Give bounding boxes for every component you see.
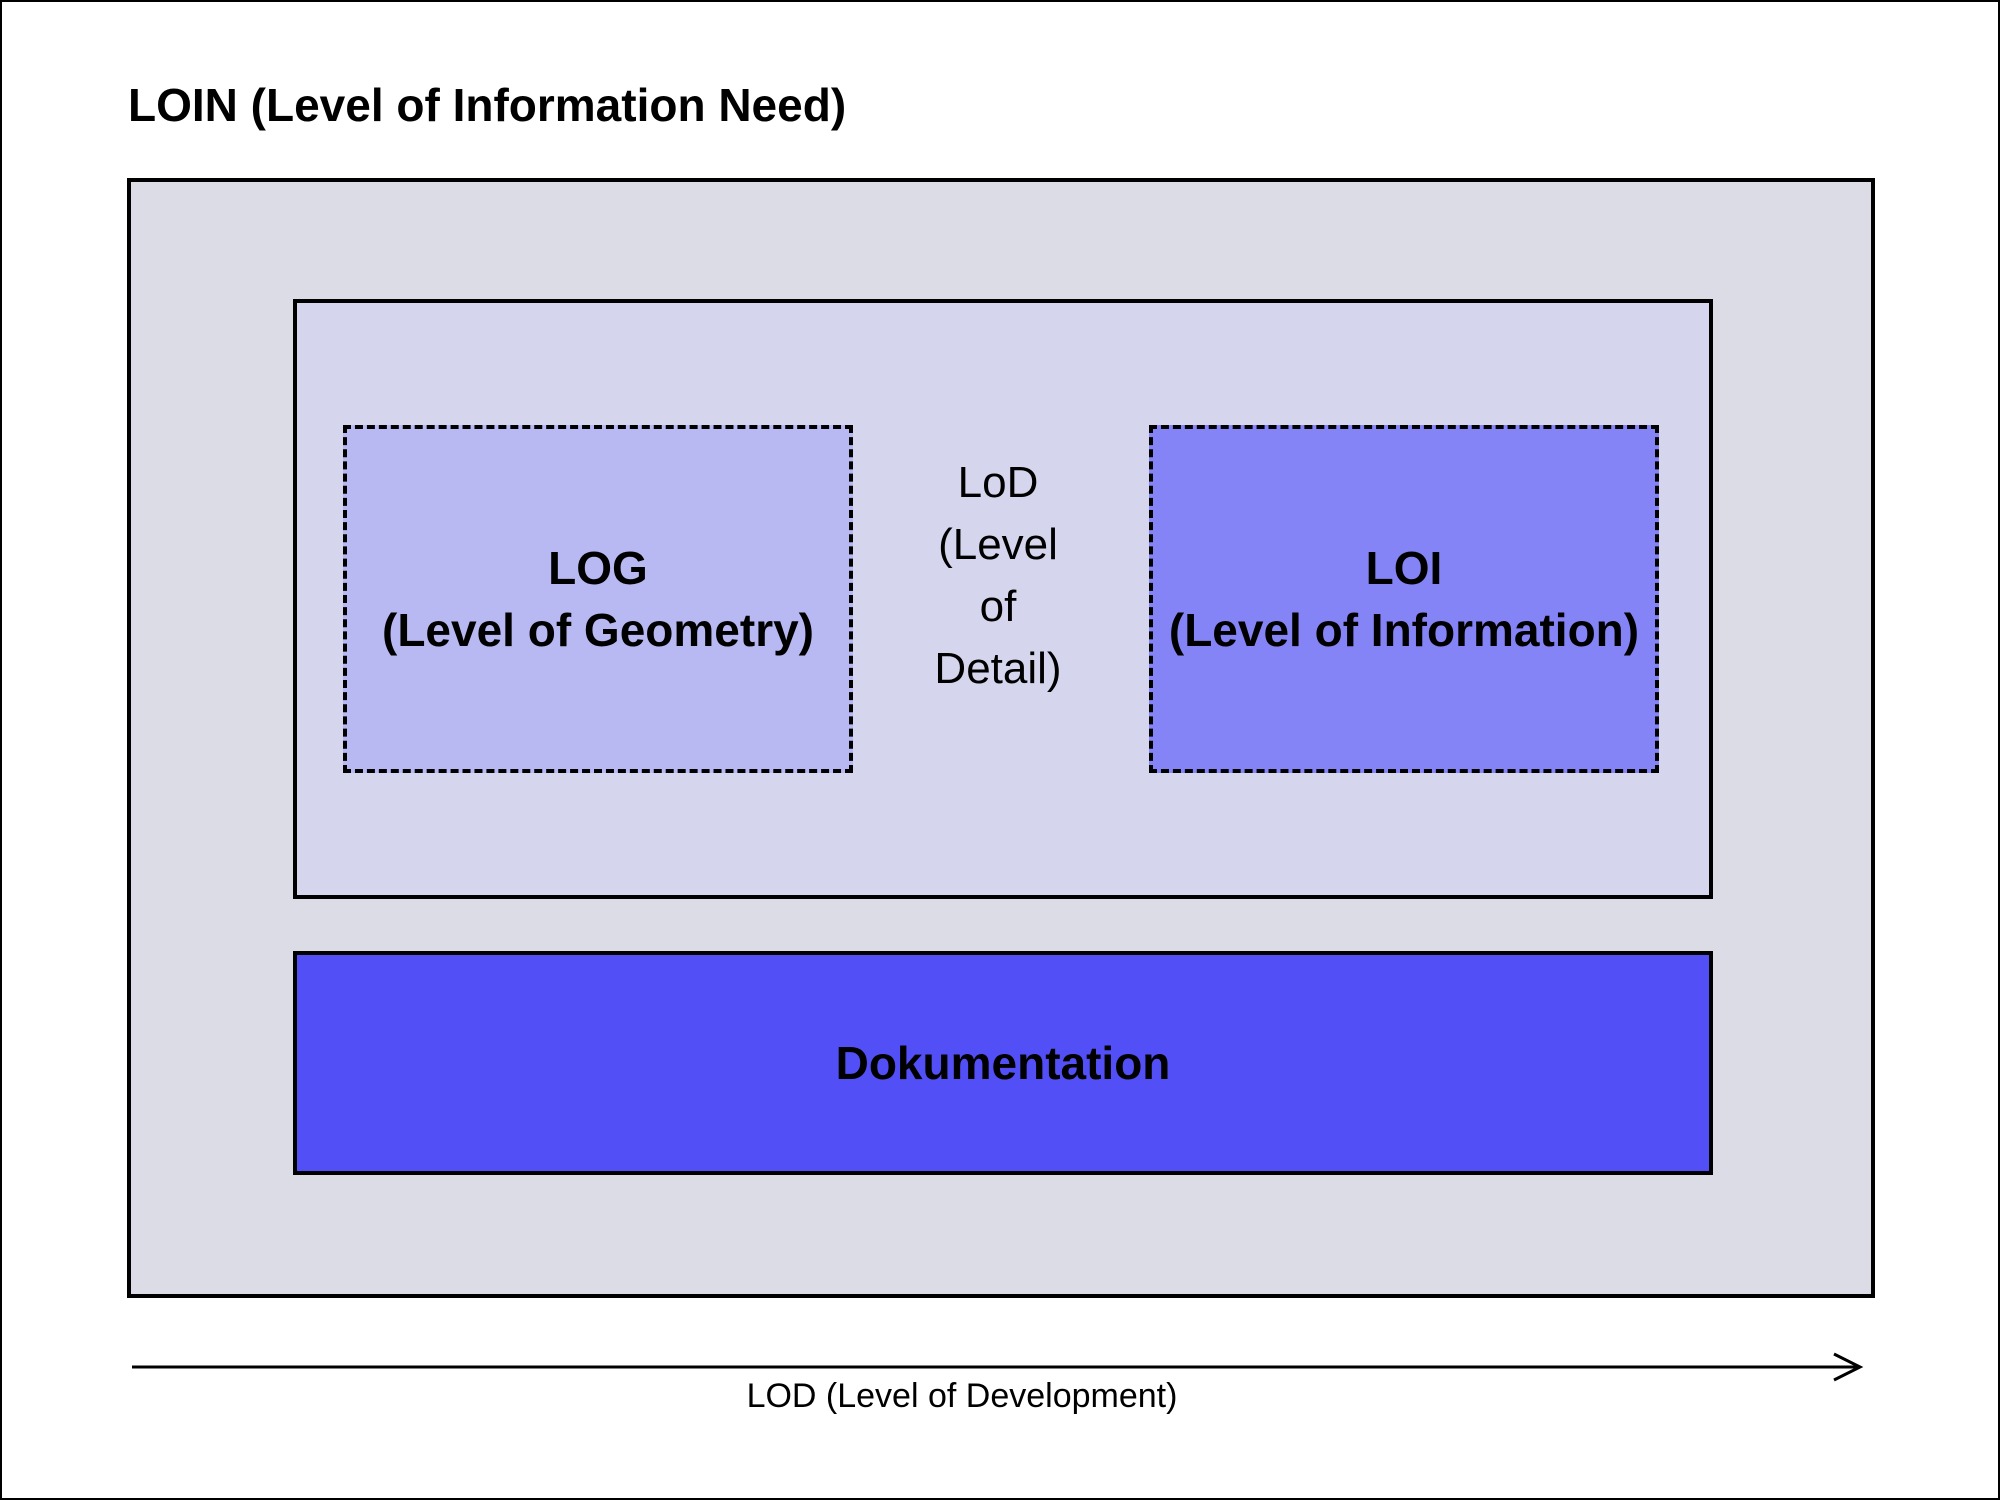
development-axis-arrow xyxy=(132,1352,1864,1382)
lod-label-line-4: Detail) xyxy=(934,644,1062,693)
log-subtitle: (Level of Geometry) xyxy=(382,604,814,656)
loi-box: LOI (Level of Information) xyxy=(1149,425,1659,773)
loi-title: LOI xyxy=(1365,542,1443,594)
log-box: LOG (Level of Geometry) xyxy=(343,425,853,773)
lod-label-line-1: LoD xyxy=(957,458,1039,507)
lod-label-line-3: of xyxy=(979,582,1017,631)
log-title: LOG xyxy=(548,542,648,594)
lod-label-line-2: (Level xyxy=(938,520,1058,569)
documentation-label: Dokumentation xyxy=(835,1037,1171,1089)
development-axis-arrowhead xyxy=(1833,1352,1864,1382)
development-axis-label: LOD (Level of Development) xyxy=(746,1377,1178,1415)
diagram-title: LOIN (Level of Information Need) xyxy=(128,79,847,131)
documentation-box: Dokumentation xyxy=(293,951,1713,1175)
loi-subtitle: (Level of Information) xyxy=(1168,604,1640,656)
lod-label: LoD (Level of Detail) xyxy=(898,452,1098,700)
